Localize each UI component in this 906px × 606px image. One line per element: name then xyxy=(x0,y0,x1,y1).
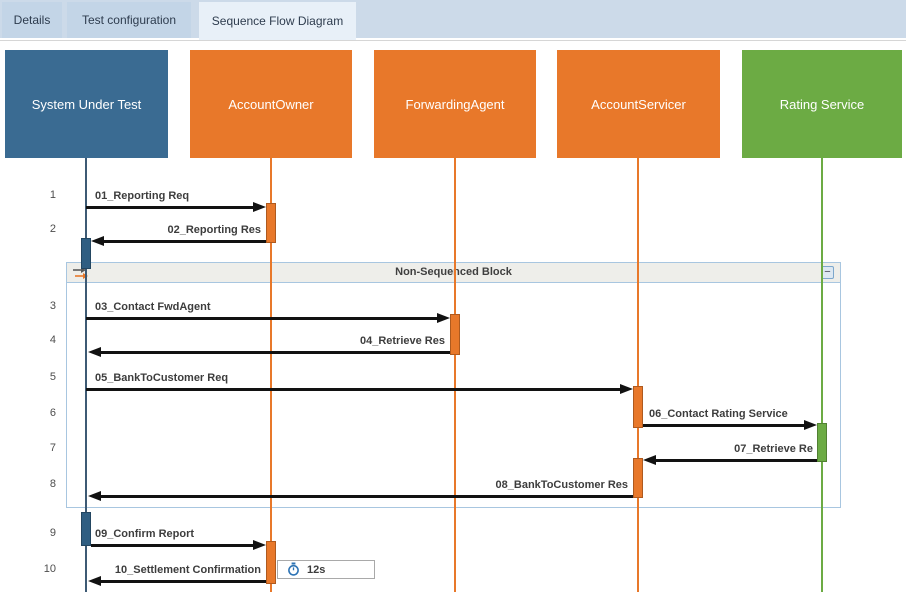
message-arrowhead xyxy=(253,540,266,550)
stopwatch-icon xyxy=(288,562,299,576)
timer-box: 12s xyxy=(277,560,375,579)
message-arrow-line xyxy=(86,317,438,320)
tab-sequence-flow-diagram[interactable]: Sequence Flow Diagram xyxy=(199,2,356,40)
message-number: 3 xyxy=(49,300,56,312)
message-label: 02_Reporting Res xyxy=(164,223,264,238)
message-arrow-line xyxy=(655,459,817,462)
actor-system-under-test: System Under Test xyxy=(5,50,168,158)
message-arrowhead xyxy=(88,491,101,501)
non-sequenced-block-header: Non-Sequenced Block − xyxy=(67,263,840,283)
actor-rating-service: Rating Service xyxy=(742,50,902,158)
message-arrowhead xyxy=(91,236,104,246)
message-label: 09_Confirm Report xyxy=(92,527,198,542)
timer-value: 12s xyxy=(307,563,326,576)
message-label: 07_Retrieve Re xyxy=(731,442,816,457)
message-arrowhead xyxy=(88,576,101,586)
message-arrow-line xyxy=(643,424,805,427)
tabbar-divider xyxy=(0,40,906,41)
message-arrow-line xyxy=(91,544,254,547)
tab-details[interactable]: Details xyxy=(2,2,62,38)
message-arrow-line xyxy=(100,495,633,498)
actor-account-owner: AccountOwner xyxy=(190,50,352,158)
message-label: 01_Reporting Req xyxy=(92,189,193,204)
message-arrow-line xyxy=(100,580,266,583)
message-number: 1 xyxy=(49,189,56,201)
tab-test-configuration[interactable]: Test configuration xyxy=(67,2,191,38)
message-number: 6 xyxy=(49,407,56,419)
message-number: 8 xyxy=(49,478,56,490)
actor-forwarding-agent: ForwardingAgent xyxy=(374,50,536,158)
activation-bar-forwarding-agent xyxy=(450,314,460,355)
actor-account-servicer: AccountServicer xyxy=(557,50,720,158)
message-label: 03_Contact FwdAgent xyxy=(92,300,214,315)
activation-bar-system-under-test xyxy=(81,512,91,546)
non-sequenced-block: Non-Sequenced Block − xyxy=(66,262,841,508)
activation-bar-account-owner xyxy=(266,541,276,584)
message-arrow-line xyxy=(86,388,621,391)
message-number: 2 xyxy=(49,223,56,235)
activation-bar-system-under-test xyxy=(81,238,91,269)
message-arrowhead xyxy=(437,313,450,323)
activation-bar-account-servicer xyxy=(633,386,643,428)
message-arrowhead xyxy=(620,384,633,394)
message-label: 06_Contact Rating Service xyxy=(646,407,791,422)
message-arrowhead xyxy=(643,455,656,465)
non-sequenced-block-title: Non-Sequenced Block xyxy=(395,266,512,278)
message-arrowhead xyxy=(804,420,817,430)
message-arrow-line xyxy=(103,240,266,243)
message-arrowhead xyxy=(253,202,266,212)
lifeline-rating-service xyxy=(821,158,823,592)
message-number: 10 xyxy=(43,563,56,575)
lifeline-account-owner xyxy=(270,158,272,592)
message-number: 4 xyxy=(49,334,56,346)
message-number: 9 xyxy=(49,527,56,539)
lifeline-forwarding-agent xyxy=(454,158,456,592)
message-label: 08_BankToCustomer Res xyxy=(492,478,631,493)
activation-bar-account-owner xyxy=(266,203,276,243)
message-label: 04_Retrieve Res xyxy=(356,334,448,349)
message-label: 05_BankToCustomer Req xyxy=(92,371,232,386)
activation-bar-rating-service xyxy=(817,423,827,462)
lifeline-account-servicer xyxy=(637,158,639,592)
lifeline-system-under-test xyxy=(85,158,87,592)
message-label: 10_Settlement Confirmation xyxy=(111,563,264,578)
activation-bar-account-servicer xyxy=(633,458,643,498)
message-arrow-line xyxy=(100,351,450,354)
message-arrow-line xyxy=(86,206,254,209)
message-number: 5 xyxy=(49,371,56,383)
message-number: 7 xyxy=(49,442,56,454)
message-arrowhead xyxy=(88,347,101,357)
